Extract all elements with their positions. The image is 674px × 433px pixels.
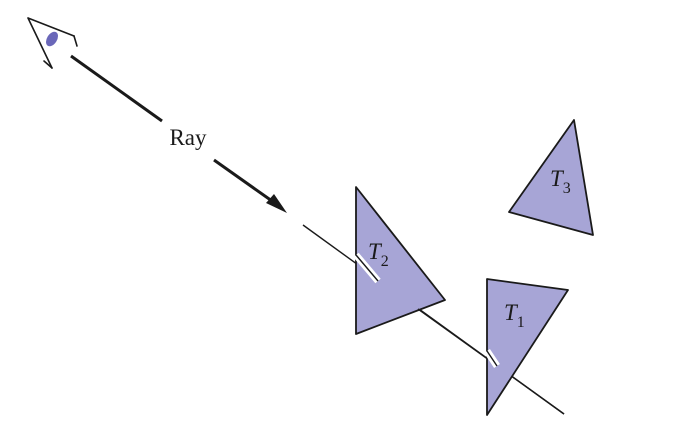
triangle-t3-label: T3 xyxy=(550,166,571,197)
ray-arrowhead xyxy=(266,194,287,213)
triangle-t1-label: T1 xyxy=(504,300,525,331)
eye-icon xyxy=(27,17,78,69)
ray-label: Ray xyxy=(169,125,207,150)
triangle-t3: T3 xyxy=(508,119,594,236)
triangle-t2: T2 xyxy=(353,186,565,415)
ray-arrow xyxy=(70,54,287,213)
triangle-t2-label: T2 xyxy=(368,239,389,270)
triangle-t1: T1 xyxy=(484,278,569,416)
eye-iris xyxy=(46,31,58,47)
